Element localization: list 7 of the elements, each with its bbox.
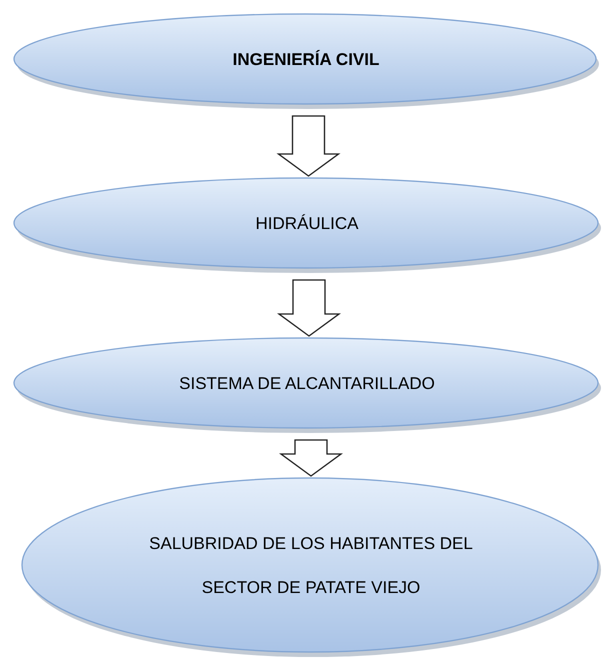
node-label: INGENIERÍA CIVIL <box>232 49 380 71</box>
block-arrow <box>277 279 341 337</box>
block-arrow <box>279 439 343 477</box>
block-arrow <box>276 115 340 177</box>
node-label: SALUBRIDAD DE LOS HABITANTES DEL SECTOR DE PATATE VIEJO <box>148 533 474 599</box>
node-label: SISTEMA DE ALCANTARILLADO <box>178 373 436 395</box>
node-label: HIDRÁULICA <box>254 213 360 235</box>
